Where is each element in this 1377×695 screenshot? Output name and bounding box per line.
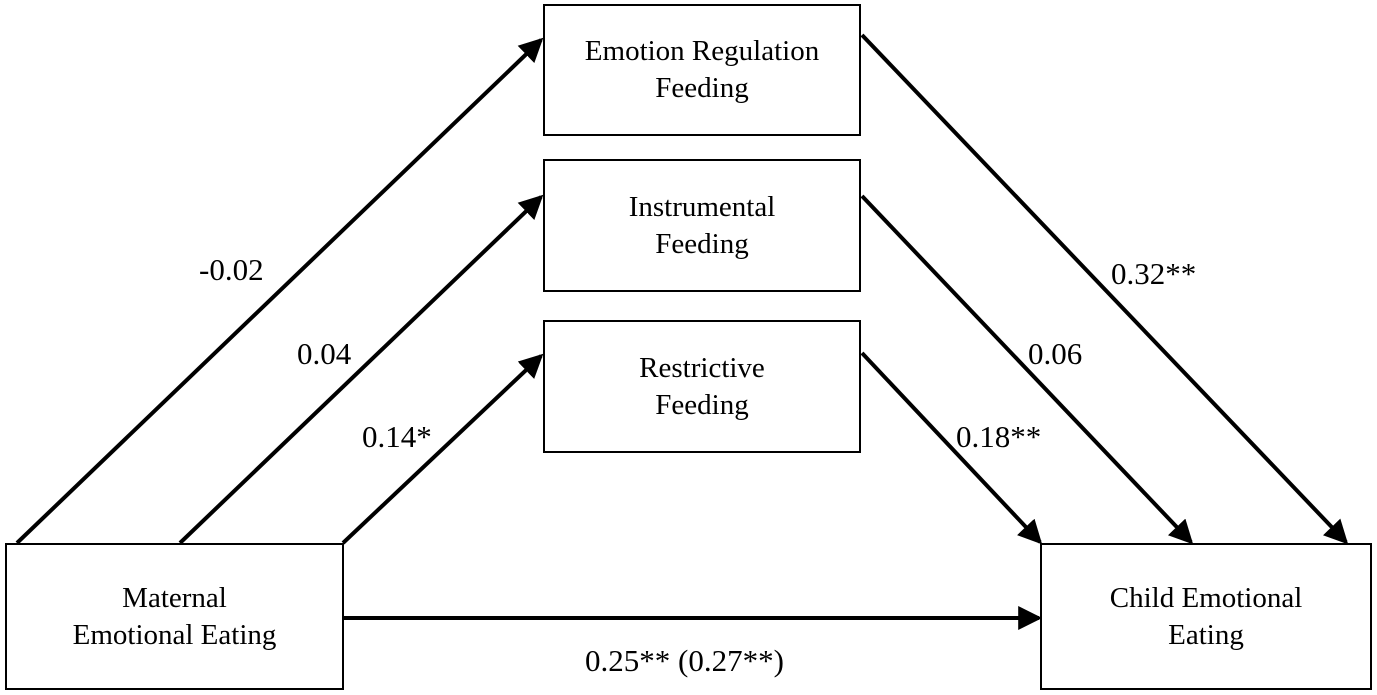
arrow-maternal-to-instrumental <box>178 194 544 545</box>
node-instrumental-feeding: Instrumental Feeding <box>543 159 861 292</box>
coef-maternal-to-instrumental: 0.04 <box>297 336 352 371</box>
node-label-line1: Maternal <box>122 581 227 614</box>
node-label-line2: Feeding <box>655 388 749 421</box>
node-label-line2: Emotional Eating <box>72 618 277 651</box>
node-label-line1: Restrictive <box>639 351 765 384</box>
node-label-line2: Feeding <box>655 227 749 260</box>
node-child-emotional-eating: Child Emotional Eating <box>1040 543 1372 690</box>
node-label-line1: Child Emotional <box>1109 581 1303 614</box>
node-label-line1: Instrumental <box>628 190 776 223</box>
node-restrictive-feeding: Restrictive Feeding <box>543 320 861 453</box>
coef-maternal-to-restrictive: 0.14* <box>362 419 432 454</box>
arrow-maternal-to-emotion-regulation <box>15 37 544 545</box>
coef-emotion-regulation-to-child: 0.32** <box>1111 256 1197 291</box>
coef-maternal-to-child: 0.25** (0.27**) <box>585 643 784 678</box>
node-label-line1: Emotion Regulation <box>584 35 820 67</box>
arrow-instrumental-to-child <box>860 194 1194 545</box>
arrow-maternal-to-restrictive <box>341 353 544 545</box>
coef-instrumental-to-child: 0.06 <box>1028 336 1083 371</box>
node-emotion-regulation-feeding: Emotion Regulation Feeding <box>543 4 861 136</box>
arrow-restrictive-to-child <box>860 351 1043 545</box>
arrow-emotion-regulation-to-child <box>860 33 1349 545</box>
node-maternal-emotional-eating: Maternal Emotional Eating <box>5 543 344 690</box>
node-label-line2: Feeding <box>655 72 749 104</box>
coef-restrictive-to-child: 0.18** <box>956 419 1042 454</box>
coef-maternal-to-emotion-regulation: -0.02 <box>199 252 264 287</box>
node-label-line2: Eating <box>1168 618 1244 651</box>
